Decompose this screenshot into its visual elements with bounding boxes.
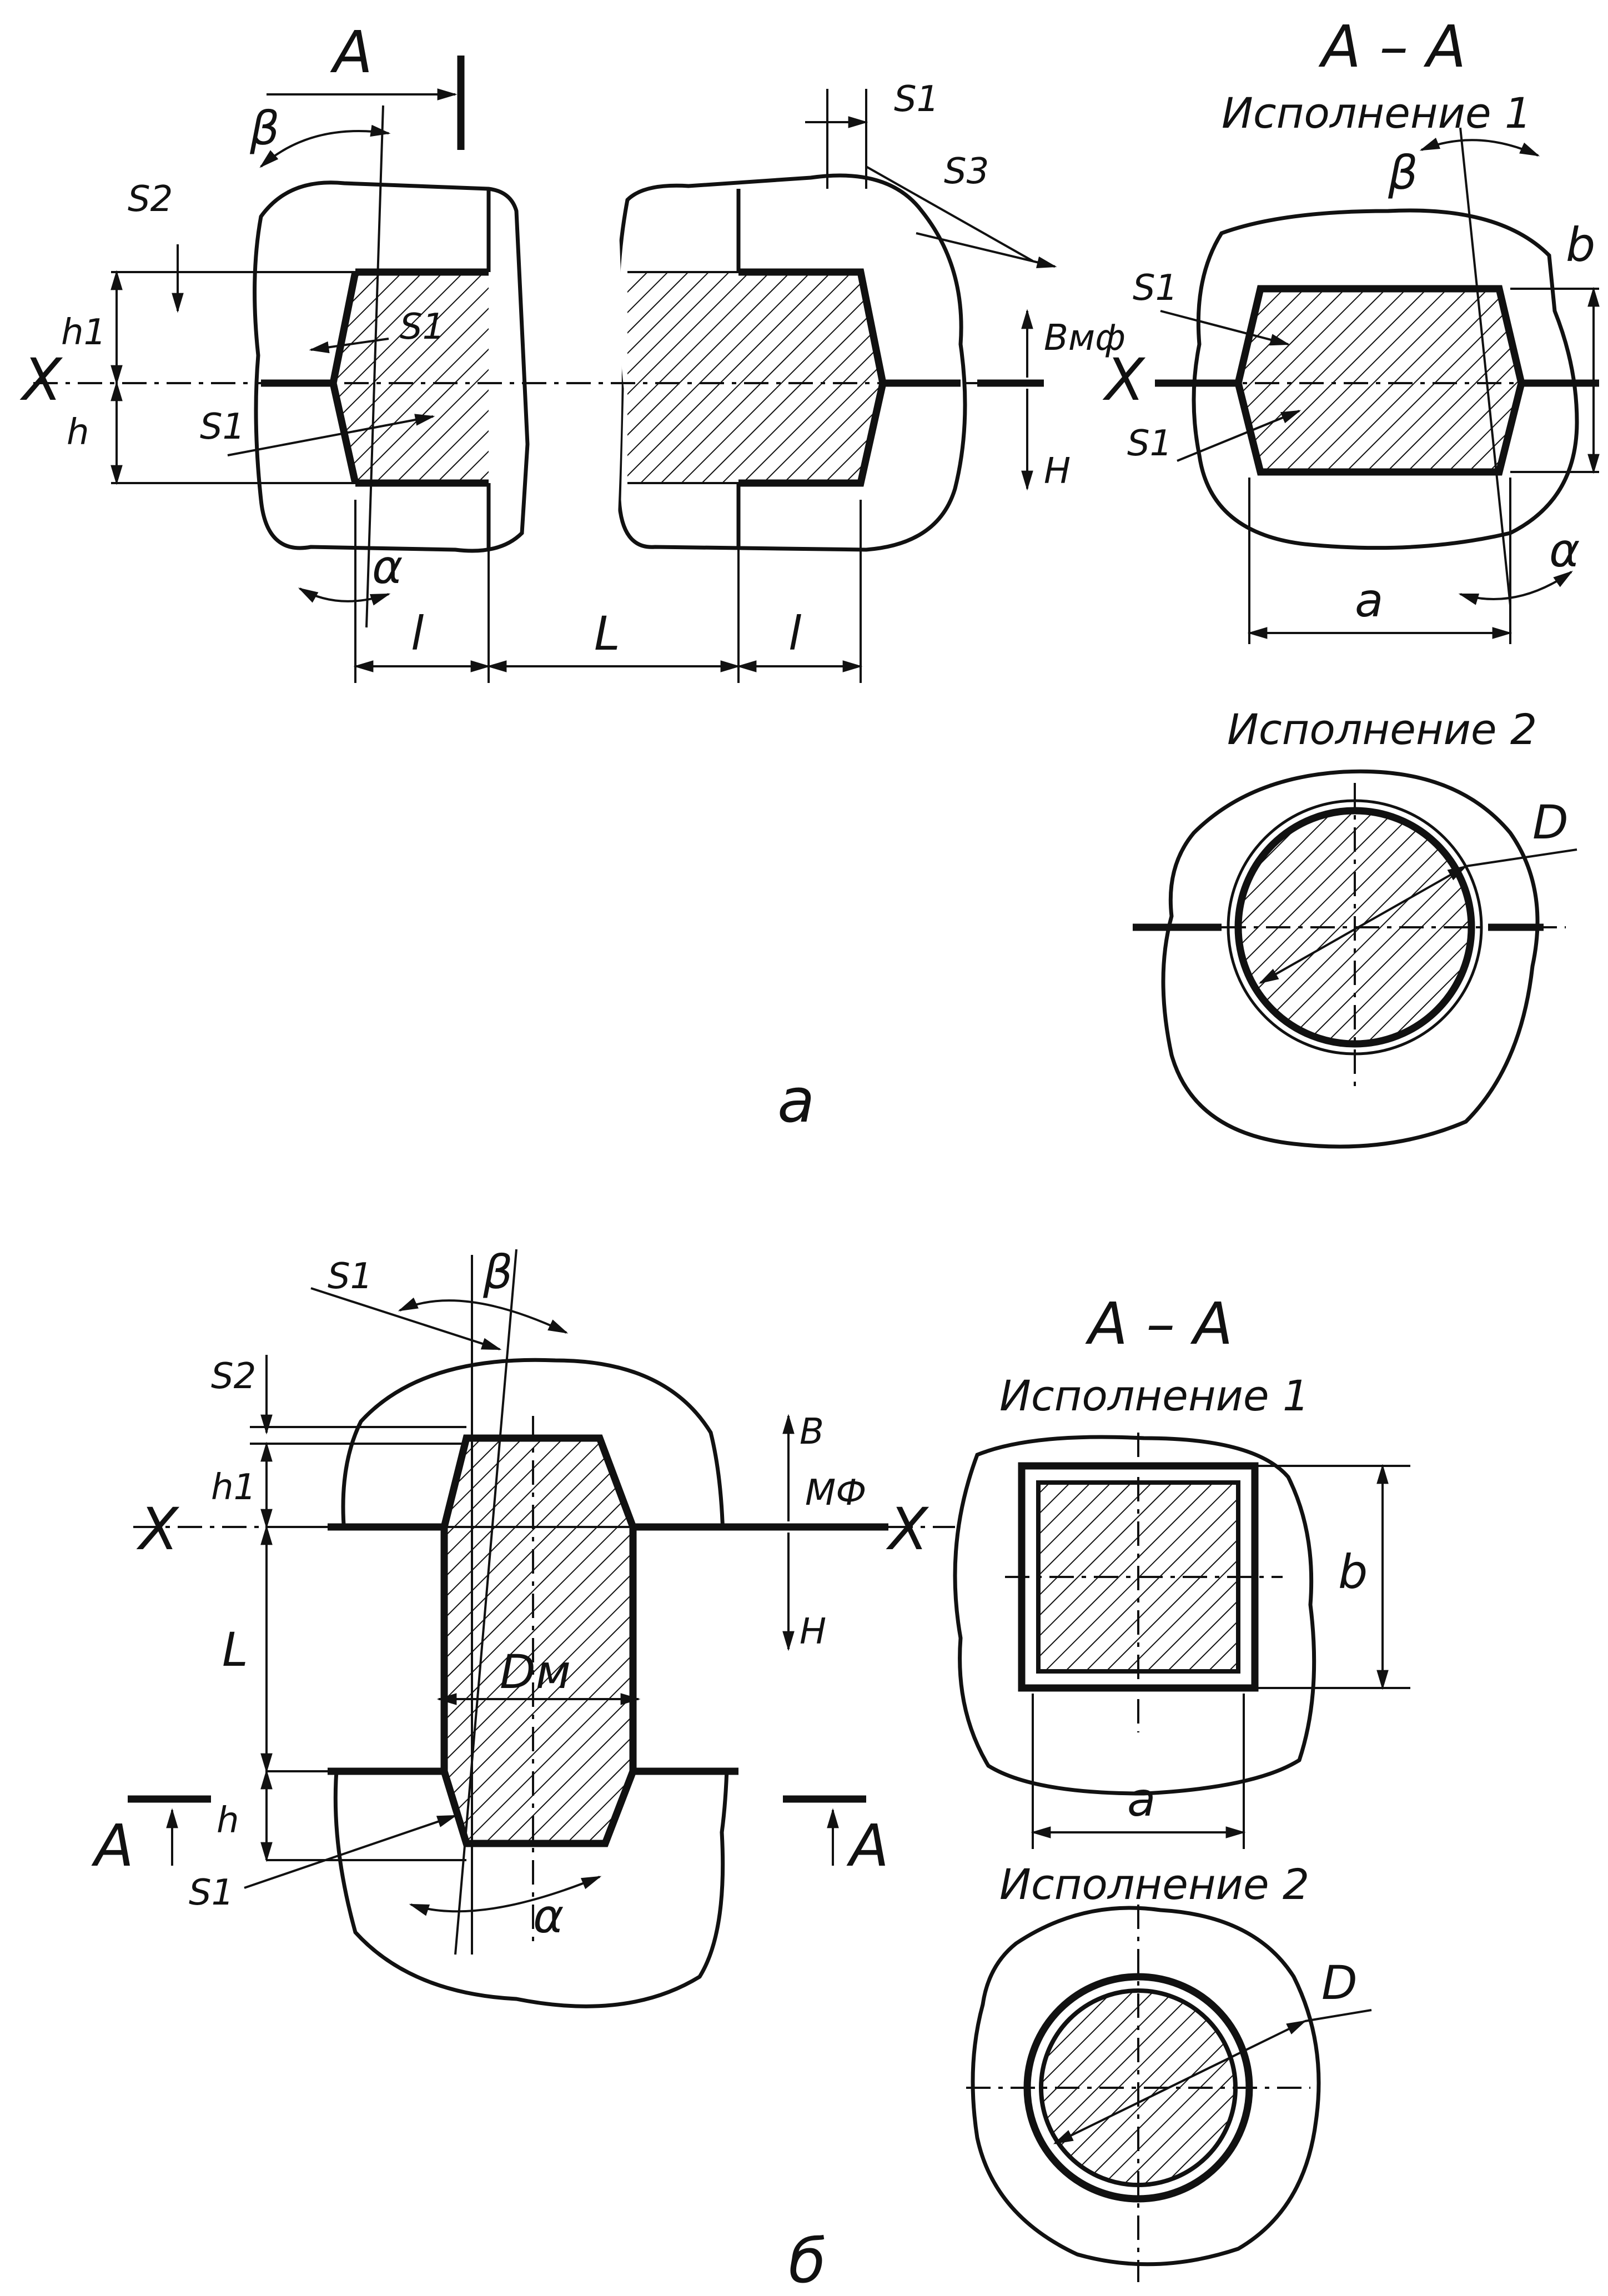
label-b-dim-b: b [1338,1545,1368,1599]
label-b-direction-b: В [800,1411,824,1453]
label-x-right-a: X [1102,346,1146,414]
direction-arrows-a [805,89,1057,491]
label-h-a: h [67,412,89,453]
section-mark-a [259,56,465,628]
section-aa-variant-2-b [966,1905,1372,2282]
leaders-s1-a [227,338,435,456]
label-beta-aa-a: β [1388,145,1418,200]
label-section-arrow-left-b: А [91,1812,134,1880]
label-beta-b: β [483,1245,513,1299]
label-section-title-a: A – A [1318,13,1466,81]
label-D-b: D [1321,1956,1358,2010]
label-x-left-a: X [19,346,63,414]
label-alpha-a: α [372,540,403,594]
label-caption-a: a [777,1065,815,1136]
label-s1-bottom-b: S1 [189,1872,234,1913]
label-alpha-aa-a: α [1549,523,1580,577]
label-mf-b: МФ [805,1473,866,1514]
label-s1-top-b: S1 [328,1256,373,1297]
label-variant-1-a: Исполнение 1 [1222,88,1531,138]
label-caption-b: б [788,2225,826,2293]
label-s3-a: S3 [944,151,989,192]
label-s2-a: S2 [128,179,173,220]
panel-a: A A – A Исполнение 1 Исполнение 2 a β α … [19,13,1600,1149]
label-beta-a: β [249,101,280,155]
label-x-right-b: X [886,1495,929,1563]
label-s1-top-a: S1 [400,307,445,348]
label-s1-aa-top-a: S1 [1133,268,1178,309]
label-a-dim-a: a [1355,573,1383,627]
section-aa-variant-1-a [1155,127,1600,644]
label-H-b: Н [800,1611,826,1652]
label-alpha-b: α [533,1889,564,1943]
section-aa-variant-2-a [1133,769,1577,1149]
label-x-left-b: X [136,1495,180,1563]
label-s1-aa-bottom-a: S1 [1127,423,1172,464]
label-s2-b: S2 [211,1356,256,1397]
label-section-arrow-right-b: А [846,1812,889,1880]
label-l-left-a: l [411,606,424,661]
label-a-dim-b: a [1127,1772,1155,1827]
label-b-dim-a: b [1566,218,1595,272]
label-dm-b: Dм [500,1645,571,1699]
label-L-b: L [222,1622,248,1677]
label-s1-bottom-a: S1 [200,406,245,448]
label-bmf-a: Вмф [1044,318,1125,359]
panel-b: А – А Исполнение 1 Исполнение 2 б β α S1… [91,1245,1410,2296]
label-h1-b: h1 [211,1467,256,1508]
dimension-h1-L-h-b [250,1355,466,1862]
label-section-title-b: А – А [1085,1290,1233,1358]
label-h1-a: h1 [61,312,106,353]
label-H-a: Н [1044,451,1071,492]
label-h-b: h [217,1800,239,1841]
label-D-a: D [1532,795,1569,850]
label-L-a: L [594,606,620,661]
mold-block-left [253,180,530,553]
label-section-mark-a: A [330,18,373,86]
label-variant-1-b: Исполнение 1 [999,1371,1309,1420]
section-cut-arrows-b [128,1795,866,1866]
label-variant-2-b: Исполнение 2 [999,1860,1309,1909]
dimension-h-h1-a [110,244,355,485]
label-s1-right-a: S1 [894,79,939,120]
angles-b [244,1249,602,1955]
break-gap [572,189,622,550]
section-aa-variant-1-b [953,1433,1410,1849]
mold-block-right [615,173,967,552]
label-l-right-a: l [788,606,801,661]
label-variant-2-a: Исполнение 2 [1227,705,1537,754]
